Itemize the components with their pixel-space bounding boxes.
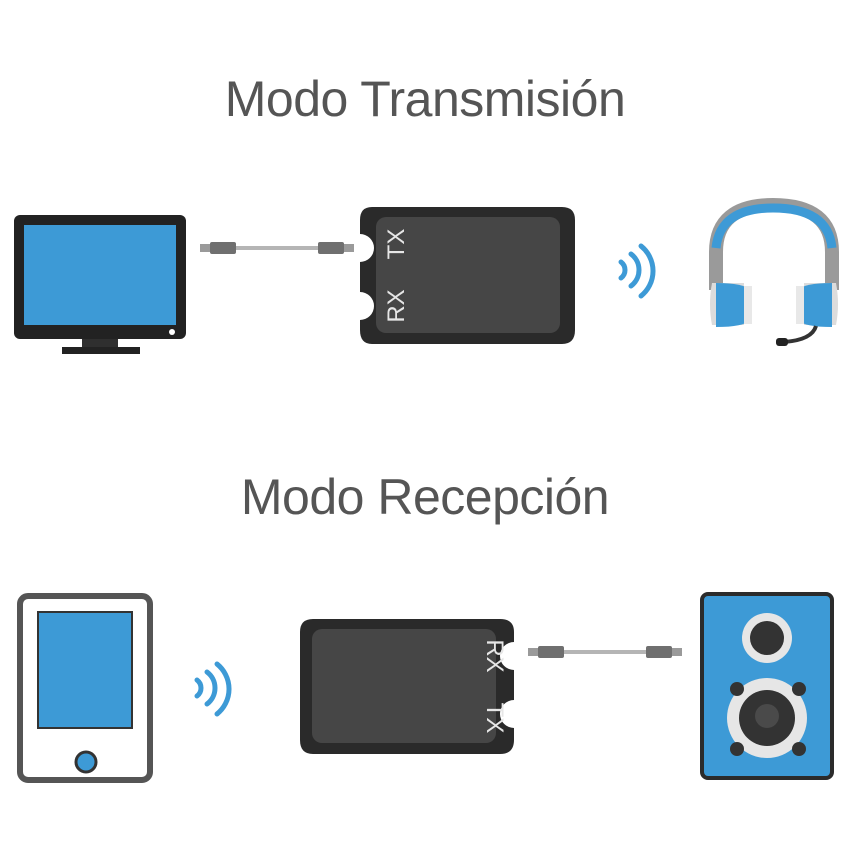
bluetooth-adapter-icon: RX TX <box>300 619 514 754</box>
wireless-signal-icon <box>194 661 232 717</box>
monitor-icon <box>14 215 186 354</box>
audio-cable-icon <box>200 242 354 254</box>
adapter-label-top: RX <box>481 639 508 672</box>
audio-cable-icon <box>528 646 682 658</box>
speaker-icon <box>700 592 834 780</box>
transmission-mode-title: Modo Transmisión <box>224 71 626 127</box>
reception-mode-title: Modo Recepción <box>240 469 610 525</box>
wireless-signal-icon <box>618 243 656 299</box>
adapter-label-bottom: TX <box>481 703 508 734</box>
bluetooth-adapter-icon: TX RX <box>360 207 575 344</box>
adapter-label-top: TX <box>383 229 410 260</box>
tablet-icon <box>17 593 153 783</box>
headphones-icon <box>709 197 839 346</box>
adapter-label-bottom: RX <box>383 289 410 322</box>
